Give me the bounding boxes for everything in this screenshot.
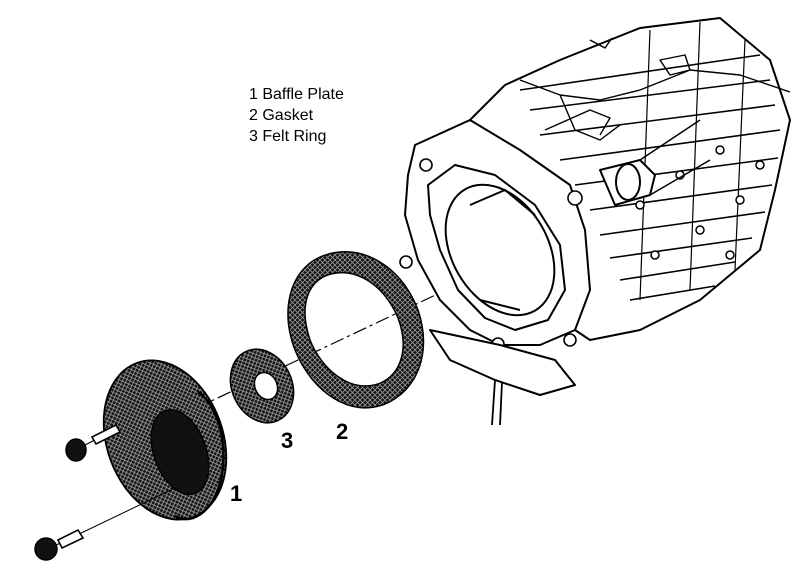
bolt-upper: [65, 423, 122, 462]
callout-baffle-plate: 1: [230, 481, 243, 506]
baffle-plate: [102, 359, 228, 521]
legend-item-gasket: 2 Gasket: [249, 107, 314, 124]
parts-legend: 1 Baffle Plate 2 Gasket 3 Felt Ring: [249, 84, 344, 147]
callout-felt-ring: 3: [281, 428, 294, 453]
gasket: [287, 251, 425, 409]
callout-gasket: 2: [336, 419, 349, 444]
transmission-case: [399, 17, 791, 426]
legend-item-baffle-plate: 1 Baffle Plate: [249, 86, 344, 103]
bolt-lower: [34, 487, 176, 561]
felt-ring: [229, 348, 295, 424]
legend-item-felt-ring: 3 Felt Ring: [249, 128, 327, 145]
